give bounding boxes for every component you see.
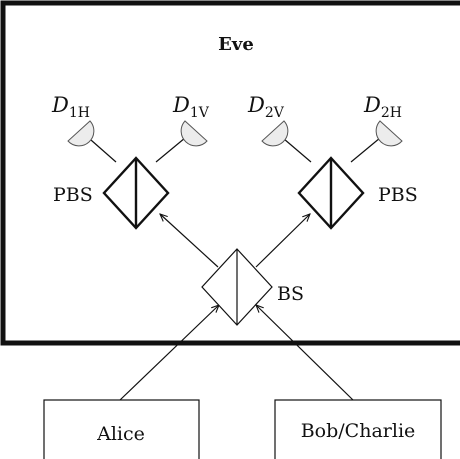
bob-charlie-box <box>274 399 442 459</box>
alice-box <box>43 399 200 459</box>
detector-label-d2v: D2V <box>247 93 285 121</box>
detector-d2v-icon <box>261 120 289 147</box>
pbs-left-label: PBS <box>53 184 93 206</box>
alice-label: Alice <box>96 423 145 445</box>
bs <box>201 248 273 326</box>
pbs-left <box>102 156 170 230</box>
detector-label-d2h: D2H <box>363 93 402 121</box>
beam-alice-to-bs <box>119 305 219 401</box>
eve-enclosure <box>0 0 460 346</box>
bs-label: BS <box>277 283 304 305</box>
beam-bs-to-pbs-right <box>255 214 310 268</box>
eve-label: Eve <box>218 34 254 55</box>
detector-d2h-icon <box>375 120 403 147</box>
bob-charlie-label: Bob/Charlie <box>301 420 416 442</box>
pbs-right-label: PBS <box>378 184 418 206</box>
detector-d1h-icon <box>67 120 95 147</box>
beam-bob-to-bs <box>256 305 354 401</box>
pbs-right <box>297 156 365 230</box>
detector-label-d1v: D1V <box>172 93 210 121</box>
beam-paths <box>83 133 386 401</box>
detector-label-d1h: D1H <box>51 93 90 121</box>
beam-bs-to-pbs-left <box>160 214 219 268</box>
detector-dishes <box>67 120 403 147</box>
detector-d1v-icon <box>180 120 208 147</box>
